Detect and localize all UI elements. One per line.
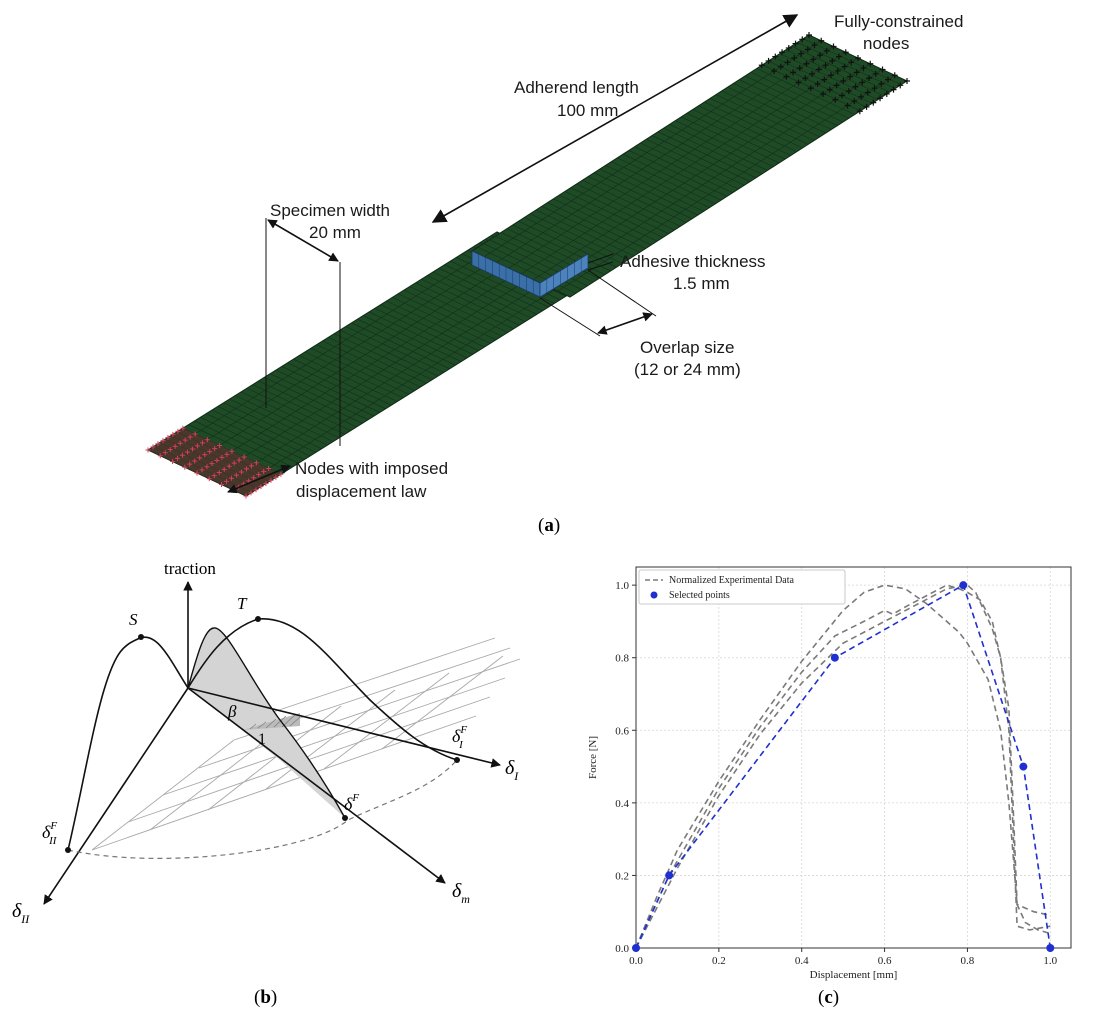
caption-b: (b) bbox=[254, 987, 277, 1008]
specimen-width-arrow bbox=[267, 219, 339, 262]
fully-constrained-label-1: Fully-constrained bbox=[834, 12, 963, 31]
adhesive-thickness-leader1 bbox=[587, 253, 614, 264]
overlap-ext2 bbox=[587, 269, 657, 317]
chart-ylabel: Force [N] bbox=[587, 736, 599, 779]
adhesive-thickness-label-2: 1.5 mm bbox=[673, 274, 730, 293]
fully-constrained-label-2: nodes bbox=[863, 34, 909, 53]
specimen-width-label-1: Specimen width bbox=[270, 201, 390, 220]
delta-II-axis bbox=[43, 687, 189, 905]
point-T bbox=[255, 616, 261, 622]
imposed-nodes-label-1: Nodes with imposed bbox=[295, 459, 448, 478]
mode-I-curve bbox=[187, 618, 458, 761]
selected-point bbox=[632, 944, 640, 952]
chart-series bbox=[632, 581, 1055, 952]
S-label: S bbox=[129, 610, 138, 629]
dm-label: δm bbox=[452, 880, 470, 906]
selected-point bbox=[830, 653, 839, 662]
overlap-ext1 bbox=[539, 297, 601, 337]
caption-c: (c) bbox=[818, 987, 839, 1008]
adhesive-mesh bbox=[478, 254, 582, 294]
chart-gridlines bbox=[635, 567, 1071, 949]
experimental-curve-2 bbox=[635, 584, 1051, 949]
y-tick-label: 0.4 bbox=[615, 798, 629, 810]
adhesive-thickness-leader2 bbox=[587, 261, 614, 271]
selected-point bbox=[1046, 944, 1055, 952]
selected-point bbox=[1019, 762, 1028, 771]
beta-triangle bbox=[243, 713, 300, 730]
dF-label: δF bbox=[344, 792, 359, 814]
point-S bbox=[138, 634, 144, 640]
selected-point bbox=[959, 581, 968, 590]
adhesive-layer-side bbox=[539, 253, 589, 298]
x-tick-label: 0.4 bbox=[795, 955, 809, 967]
x-tick-label: 0.2 bbox=[712, 955, 726, 967]
x-tick-label: 0.8 bbox=[961, 955, 975, 967]
mixed-mode-area bbox=[188, 627, 345, 818]
delta-m-axis bbox=[187, 687, 446, 884]
failure-envelope-dashed bbox=[67, 759, 458, 859]
y-tick-label: 0.6 bbox=[615, 725, 629, 737]
legend-swatch-selected bbox=[650, 591, 658, 599]
adherend-length-arrow bbox=[431, 14, 799, 223]
legend-box bbox=[638, 569, 846, 605]
point-dF bbox=[342, 815, 348, 821]
y-tick-label: 0.0 bbox=[615, 943, 629, 955]
experimental-curve-1 bbox=[635, 584, 1051, 949]
T-label: T bbox=[237, 594, 248, 613]
chart-xlabel: Displacement [mm] bbox=[810, 969, 898, 981]
mixed-mode-curve bbox=[187, 627, 346, 819]
experimental-curve-3 bbox=[635, 584, 1051, 949]
mode-II-curve bbox=[67, 636, 189, 851]
imposed-displacement-arrow bbox=[227, 464, 291, 494]
selected-points-line bbox=[635, 583, 1052, 949]
specimen-width-label-2: 20 mm bbox=[309, 223, 361, 242]
overlap-size-label-1: Overlap size bbox=[640, 338, 734, 357]
adhesive-thickness-label-1: Adhesive thickness bbox=[620, 252, 766, 271]
legend-label-selected: Selected points bbox=[669, 590, 730, 601]
chart-ticks: 0.0 0.2 0.4 0.6 0.8 1.0 0.0 0.2 0.4 0.6 0.8 1.0 bbox=[615, 580, 1057, 967]
x-tick-label: 0.0 bbox=[629, 955, 643, 967]
dII-label: δII bbox=[12, 900, 30, 926]
panel-a-fe-model: Fully-constrained nodes Adherend length … bbox=[145, 12, 963, 536]
point-dIF bbox=[454, 757, 460, 763]
dI-label: δI bbox=[505, 757, 519, 783]
y-tick-label: 1.0 bbox=[615, 580, 629, 592]
panel-c-force-displacement-chart: 0.0 0.2 0.4 0.6 0.8 1.0 0.0 0.2 0.4 0.6 0.8 1.0 Nor… bbox=[587, 566, 1072, 1008]
selected-point bbox=[665, 871, 674, 880]
x-tick-label: 0.6 bbox=[878, 955, 892, 967]
delta-I-axis bbox=[187, 687, 501, 768]
caption-a: (a) bbox=[538, 515, 560, 536]
traction-label: traction bbox=[164, 559, 216, 578]
overlap-size-label-2: (12 or 24 mm) bbox=[634, 360, 741, 379]
adherend-length-label-2: 100 mm bbox=[557, 101, 618, 120]
one-label: 1 bbox=[258, 731, 266, 748]
point-dIIF bbox=[65, 847, 71, 853]
beta-label: β bbox=[227, 702, 237, 721]
imposed-nodes-label-2: displacement law bbox=[296, 482, 427, 501]
adherend-length-label-1: Adherend length bbox=[514, 78, 639, 97]
legend-label-experimental: Normalized Experimental Data bbox=[669, 575, 795, 586]
chart-frame bbox=[635, 566, 1072, 949]
y-tick-label: 0.8 bbox=[615, 653, 629, 665]
overlap-size-arrow bbox=[597, 312, 653, 335]
x-tick-label: 1.0 bbox=[1043, 955, 1057, 967]
y-tick-label: 0.2 bbox=[615, 870, 629, 882]
